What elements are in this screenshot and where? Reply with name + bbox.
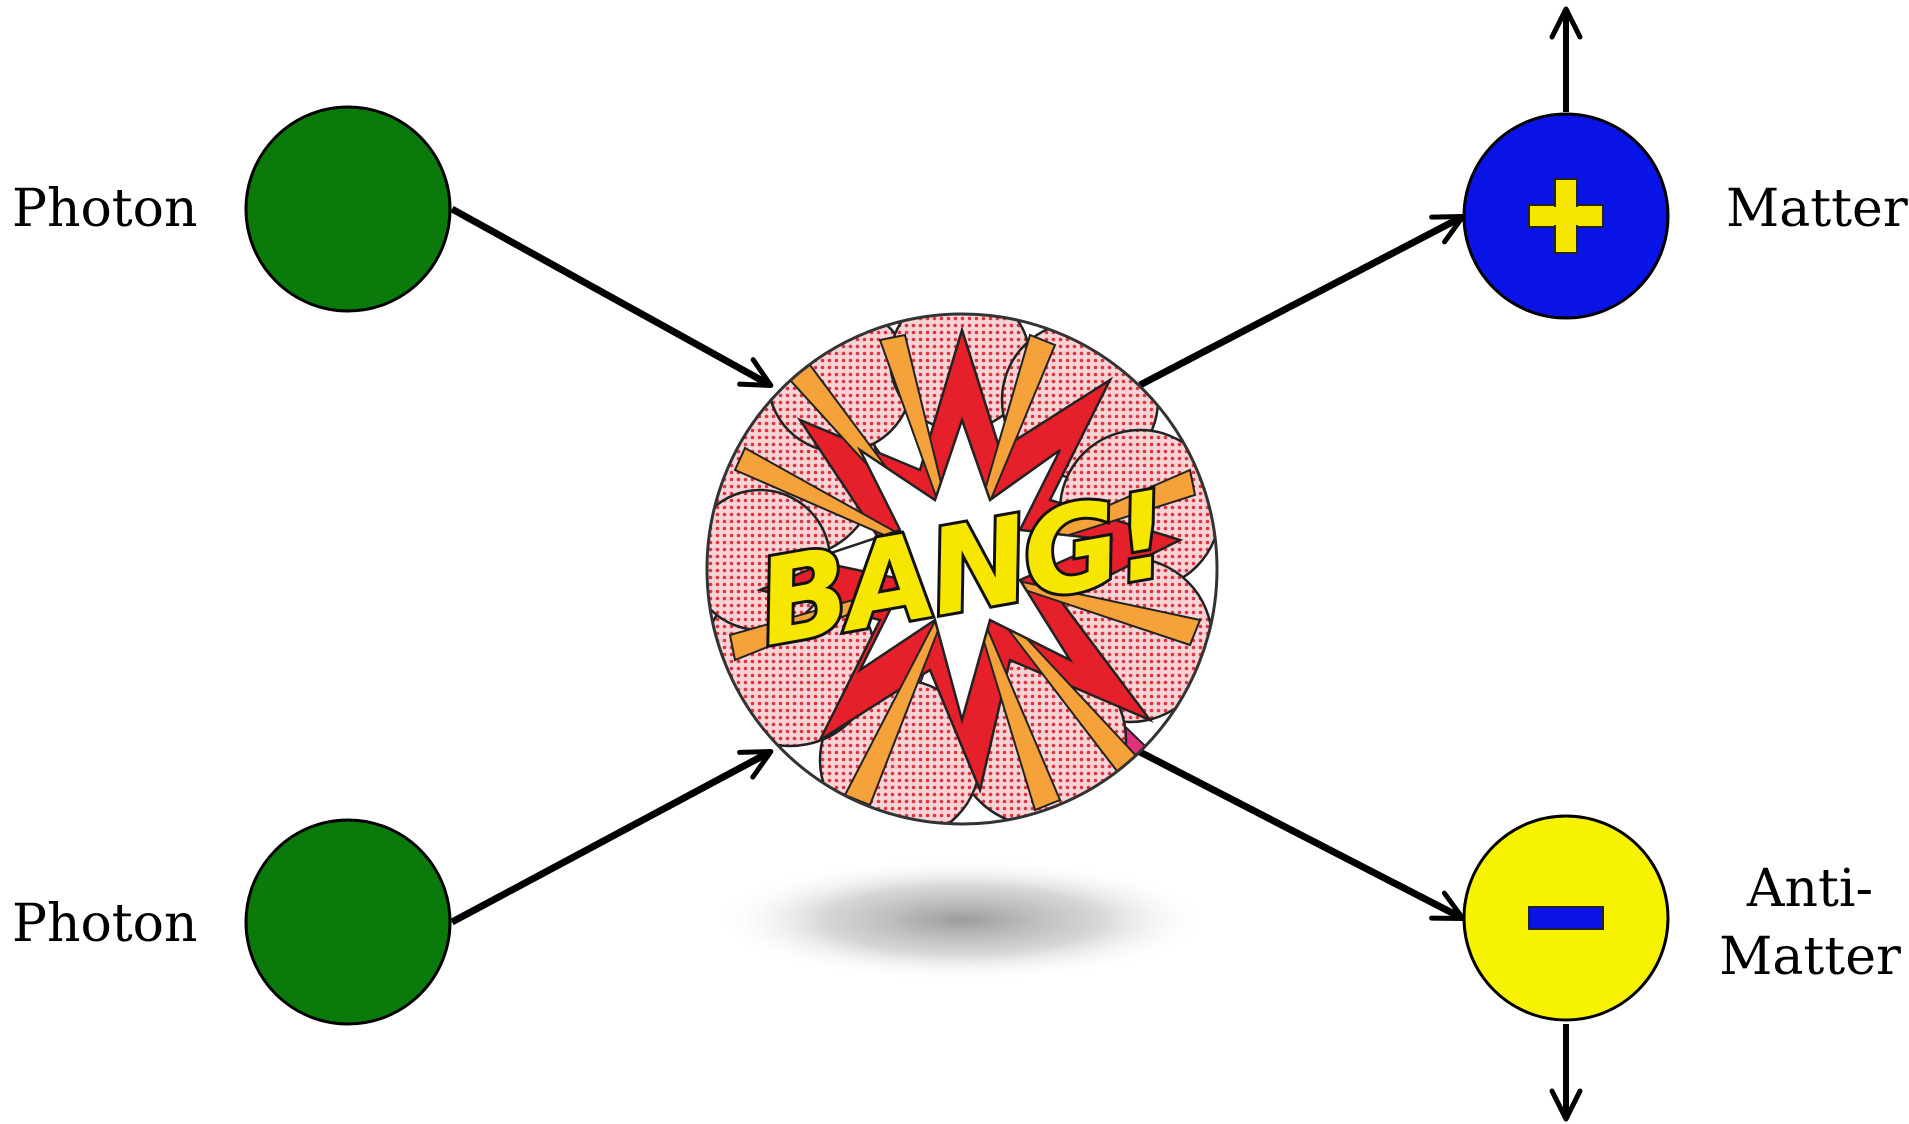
minus-sign-icon [1529, 907, 1603, 929]
photon-top-label: Photon [12, 179, 197, 239]
arrow-photon-top-to-bang [452, 209, 770, 385]
antimatter-label-line2: Matter [1719, 927, 1901, 987]
photon-top-particle [246, 107, 450, 311]
arrow-bang-to-matter [1140, 217, 1462, 385]
photon-bottom-particle [246, 820, 450, 1024]
arrow-photon-bottom-to-bang [452, 752, 770, 922]
antimatter-particle [1464, 816, 1668, 1020]
matter-particle [1464, 114, 1668, 318]
matter-label: Matter [1726, 179, 1908, 239]
arrow-bang-to-antimatter [1140, 752, 1462, 918]
explosion-shadow [712, 858, 1212, 982]
photon-bottom-label: Photon [12, 894, 197, 954]
antimatter-label-line1: Anti- [1746, 859, 1873, 919]
